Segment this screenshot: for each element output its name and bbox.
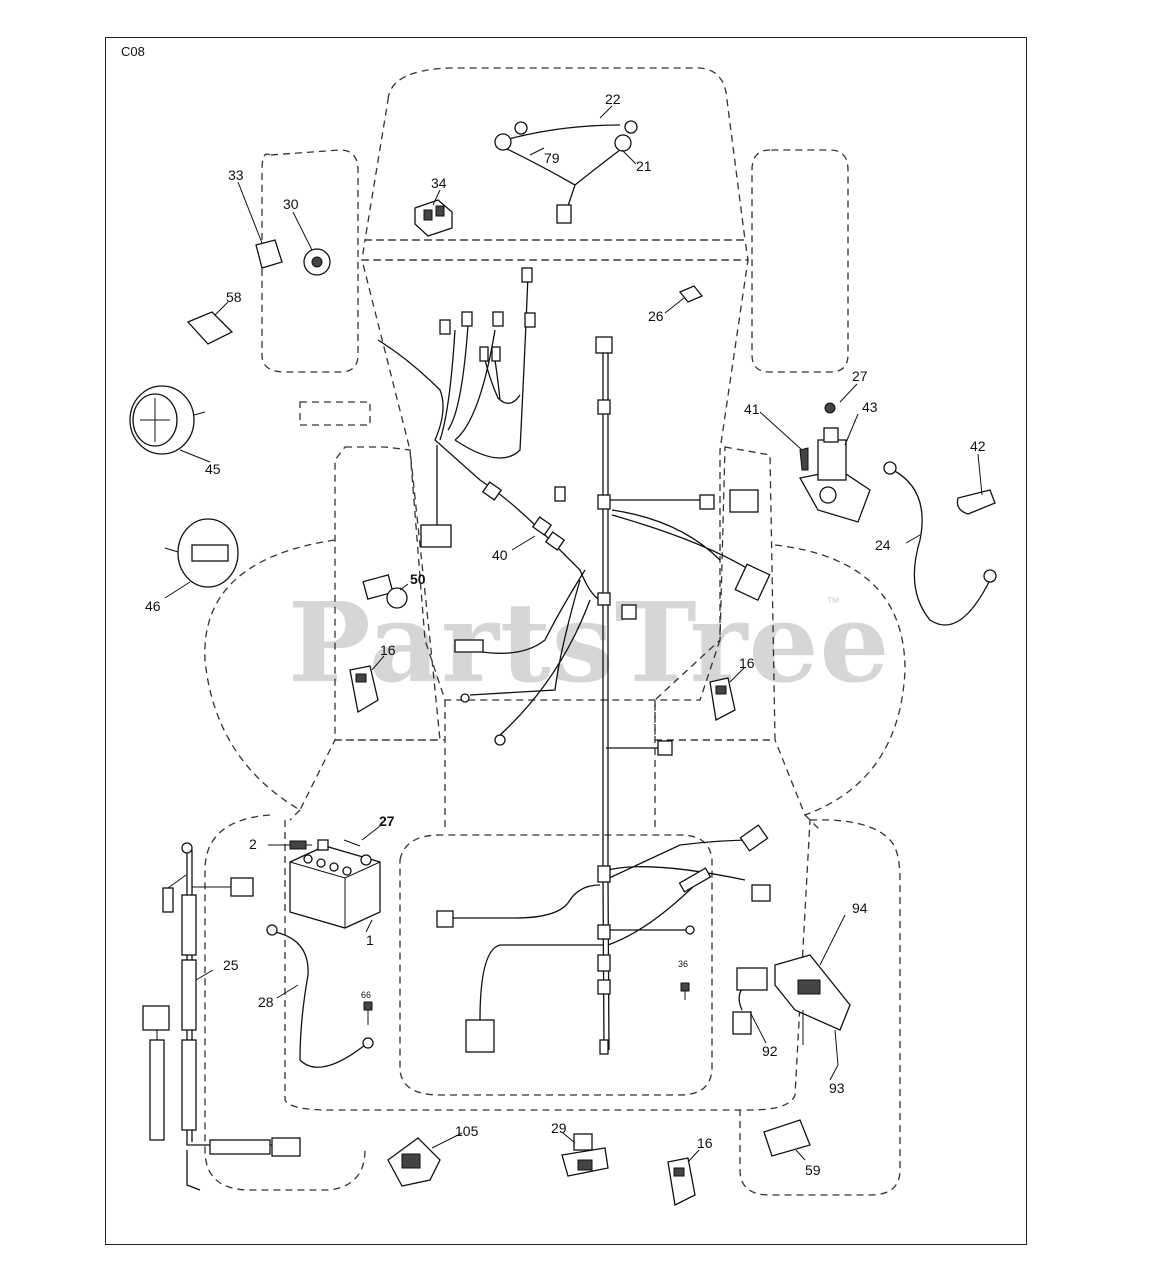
diagram-frame (105, 37, 1027, 1245)
switch-105 (387, 1137, 441, 1187)
harness-25 (142, 842, 301, 1191)
label-26: 26 (648, 308, 664, 324)
label-21: 21 (636, 158, 652, 174)
label-1: 1 (366, 932, 374, 948)
label-41: 41 (744, 401, 760, 417)
label-29: 29 (551, 1120, 567, 1136)
label-43: 43 (862, 399, 878, 415)
label-36: 36 (678, 959, 688, 969)
ground-cable-28 (266, 924, 374, 1068)
label-92: 92 (762, 1043, 778, 1059)
label-94: 94 (852, 900, 868, 916)
bolt-36 (680, 982, 690, 1000)
bolt-66 (363, 1001, 373, 1025)
switch-16-left (349, 665, 379, 714)
label-93: 93 (829, 1080, 845, 1096)
fuse-26 (678, 285, 704, 303)
label-16-left: 16 (380, 642, 396, 658)
label-24: 24 (875, 537, 891, 553)
ignition-switch-30 (303, 248, 331, 276)
label-2: 2 (249, 836, 257, 852)
label-59: 59 (805, 1162, 821, 1178)
gauge-45 (129, 385, 206, 455)
label-34: 34 (431, 175, 447, 191)
label-22: 22 (605, 91, 621, 107)
label-58: 58 (226, 289, 242, 305)
switch-34 (414, 199, 453, 237)
label-25: 25 (223, 957, 239, 973)
plug-50 (362, 574, 408, 609)
battery-1 (268, 839, 381, 929)
harness-connectors (420, 267, 771, 1055)
switch-29 (561, 1133, 609, 1177)
switch-16-bottom (667, 1157, 696, 1206)
diagram-code: C08 (121, 44, 145, 59)
label-45: 45 (205, 461, 221, 477)
label-28: 28 (258, 994, 274, 1010)
hour-meter-46 (164, 518, 239, 588)
leader-lines (164, 105, 983, 1163)
solenoid-43 (798, 402, 871, 523)
plug-92 (732, 967, 768, 1035)
switch-16-right (709, 677, 736, 721)
label-79: 79 (544, 150, 560, 166)
label-42: 42 (970, 438, 986, 454)
label-66: 66 (361, 990, 371, 1000)
label-27-top: 27 (852, 368, 868, 384)
decal-58 (186, 311, 234, 345)
label-16-right: 16 (739, 655, 755, 671)
headlight-assembly (494, 120, 638, 224)
battery-cable-24 (883, 461, 997, 626)
relay-33 (255, 239, 283, 269)
label-46: 46 (145, 598, 161, 614)
tractor-outline (204, 67, 906, 1196)
module-94 (774, 954, 851, 1066)
label-40: 40 (492, 547, 508, 563)
label-27-battery: 27 (379, 813, 395, 829)
trademark-symbol: ™ (826, 594, 840, 610)
label-30: 30 (283, 196, 299, 212)
label-105: 105 (455, 1123, 479, 1139)
label-50: 50 (410, 571, 426, 587)
wiring-harness-40 (377, 274, 756, 1051)
label-16-bottom: 16 (697, 1135, 713, 1151)
module-59 (763, 1119, 811, 1157)
terminal-boot-42 (956, 489, 996, 515)
part-labels: 22 21 79 33 30 34 58 26 27 43 41 42 24 4… (145, 91, 986, 1178)
label-33: 33 (228, 167, 244, 183)
